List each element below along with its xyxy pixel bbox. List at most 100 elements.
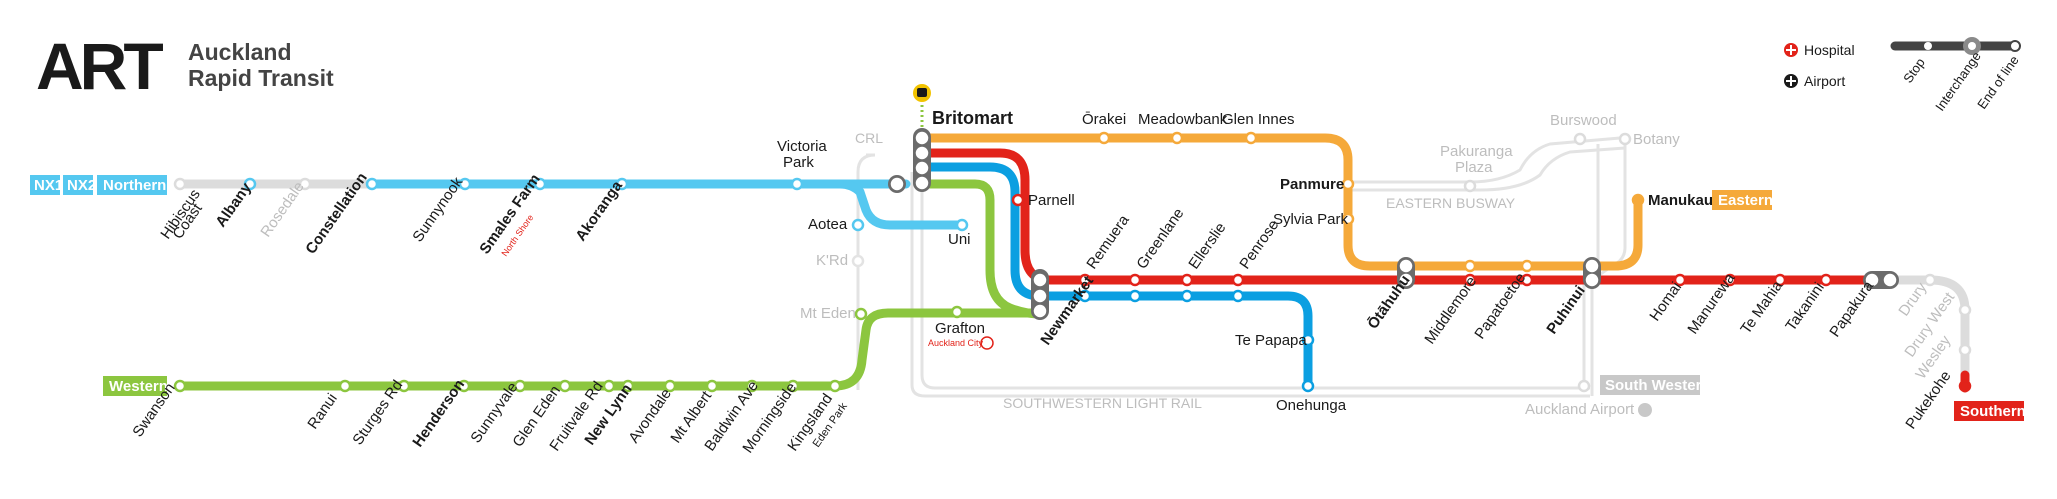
badge-southern: Southern (1960, 403, 2026, 420)
stop-penrose[interactable] (1231, 273, 1245, 287)
stop-otahuhu-1[interactable] (1399, 259, 1413, 273)
label-takanini: Takanini (1782, 279, 1827, 334)
badge-southern-bg[interactable] (1954, 401, 2024, 421)
stop-parnell[interactable] (1011, 193, 1025, 207)
stop-greenlane[interactable] (1128, 273, 1142, 287)
stop-hibiscus-coast[interactable] (173, 177, 187, 191)
stop-greenlane-b[interactable] (1128, 289, 1142, 303)
stop-grafton[interactable] (950, 305, 964, 319)
stop-sturges-rd[interactable] (397, 379, 411, 393)
stop-middlemore[interactable] (1463, 273, 1477, 287)
stop-panmure[interactable] (1341, 177, 1355, 191)
badge-nx1-bg[interactable] (30, 175, 60, 195)
stop-britomart-4[interactable] (915, 176, 929, 190)
stop-burswood[interactable] (1573, 132, 1587, 146)
stop-otahuhu-2[interactable] (1399, 273, 1413, 287)
stop-victoria-park-inter[interactable] (890, 177, 904, 191)
stop-victoria-park[interactable] (790, 177, 804, 191)
stop-onehunga[interactable] (1301, 379, 1315, 393)
stop-manurewa[interactable] (1723, 273, 1737, 287)
label-orakei: Ōrakei (1082, 111, 1126, 128)
stop-te-mahia[interactable] (1773, 273, 1787, 287)
stop-aotea[interactable] (851, 218, 865, 232)
britomart-interchange[interactable] (913, 128, 931, 192)
stop-airport-link[interactable] (1577, 379, 1591, 393)
stop-sunnyvale[interactable] (513, 379, 527, 393)
legend-end-icon (2009, 40, 2021, 52)
stop-britomart-2[interactable] (915, 146, 929, 160)
label-auckland-airport: Auckland Airport (1525, 401, 1635, 418)
stop-glen-eden[interactable] (558, 379, 572, 393)
stop-newmarket-2[interactable] (1033, 289, 1047, 303)
stop-baldwin-ave[interactable] (745, 379, 759, 393)
stop-glen-innes[interactable] (1244, 131, 1258, 145)
stop-mt-eden[interactable] (854, 307, 868, 321)
stop-homai[interactable] (1673, 273, 1687, 287)
stop-wesley[interactable] (1958, 343, 1972, 357)
stop-swanson[interactable] (173, 379, 187, 393)
logo-line1: Auckland (188, 39, 292, 65)
stop-ellerslie-b[interactable] (1180, 289, 1194, 303)
stop-akoranga[interactable] (615, 177, 629, 191)
stop-constellation[interactable] (365, 177, 379, 191)
legend-airport: Airport (1804, 73, 1845, 89)
label-drury: Drury (1895, 279, 1930, 319)
stop-smales-farm[interactable] (533, 177, 547, 191)
stop-uni[interactable] (955, 218, 969, 232)
label-uni: Uni (948, 231, 971, 248)
stop-papakura-1[interactable] (1865, 273, 1879, 287)
line-badges: NX1 NX2 Northern Western Eastern Souther… (30, 175, 2026, 421)
stop-puhinui-1[interactable] (1585, 259, 1599, 273)
stop-te-papapa[interactable] (1301, 333, 1315, 347)
stop-puhinui-2[interactable] (1585, 273, 1599, 287)
stop-mt-albert[interactable] (705, 379, 719, 393)
stop-britomart-1[interactable] (915, 131, 929, 145)
stop-newmarket-3[interactable] (1033, 304, 1047, 318)
stop-kingsland[interactable] (828, 379, 842, 393)
badge-nx2-bg[interactable] (63, 175, 93, 195)
stop-botany[interactable] (1618, 132, 1632, 146)
stop-papatoetoe-east[interactable] (1520, 259, 1534, 273)
stop-papatoetoe[interactable] (1520, 273, 1534, 287)
stop-manukau[interactable] (1631, 193, 1645, 207)
label-onehunga: Onehunga (1276, 397, 1347, 414)
label-greenlane: Greenlane (1133, 205, 1187, 272)
stop-penrose-b[interactable] (1231, 289, 1245, 303)
label-auckland-city: Auckland City (928, 338, 984, 348)
stop-ranui[interactable] (338, 379, 352, 393)
stop-middlemore-east[interactable] (1463, 259, 1477, 273)
stop-papakura-2[interactable] (1883, 273, 1897, 287)
stop-britomart-3[interactable] (915, 161, 929, 175)
stop-remuera-b[interactable] (1078, 289, 1092, 303)
stop-rosedale[interactable] (298, 177, 312, 191)
badge-northern-bg[interactable] (97, 175, 167, 195)
label-burswood: Burswood (1550, 112, 1617, 129)
stop-pukekohe[interactable] (1958, 379, 1972, 393)
stop-sylvia-park[interactable] (1341, 212, 1355, 226)
stop-drury-west[interactable] (1958, 303, 1972, 317)
stop-pakuranga-plaza[interactable] (1463, 179, 1477, 193)
stop-newmarket-1[interactable] (1033, 273, 1047, 287)
badge-western-bg[interactable] (103, 376, 167, 396)
stop-krd[interactable] (851, 254, 865, 268)
stop-ellerslie[interactable] (1180, 273, 1194, 287)
stop-remuera[interactable] (1078, 273, 1092, 287)
western-city-loop (925, 179, 1045, 319)
label-ranui: Ranui (304, 390, 340, 432)
stop-fruitvale-rd[interactable] (602, 379, 616, 393)
badge-south-western-bg[interactable] (1600, 375, 1700, 395)
stop-albany[interactable] (243, 177, 257, 191)
legend-stop: Stop (1900, 55, 1928, 86)
stop-avondale[interactable] (663, 379, 677, 393)
stop-takanini[interactable] (1819, 273, 1833, 287)
stop-morningside[interactable] (786, 379, 800, 393)
label-botany: Botany (1633, 131, 1680, 148)
stop-henderson[interactable] (457, 379, 471, 393)
stop-orakei[interactable] (1097, 131, 1111, 145)
stop-sunnynook[interactable] (458, 177, 472, 191)
stop-meadowbank[interactable] (1170, 131, 1184, 145)
stop-new-lynn[interactable] (621, 379, 635, 393)
station-labels: Victoria Park Aotea Uni K'Rd Mt Eden Gra… (777, 111, 1713, 418)
badge-eastern-bg[interactable] (1712, 190, 1772, 210)
stop-drury[interactable] (1923, 273, 1937, 287)
